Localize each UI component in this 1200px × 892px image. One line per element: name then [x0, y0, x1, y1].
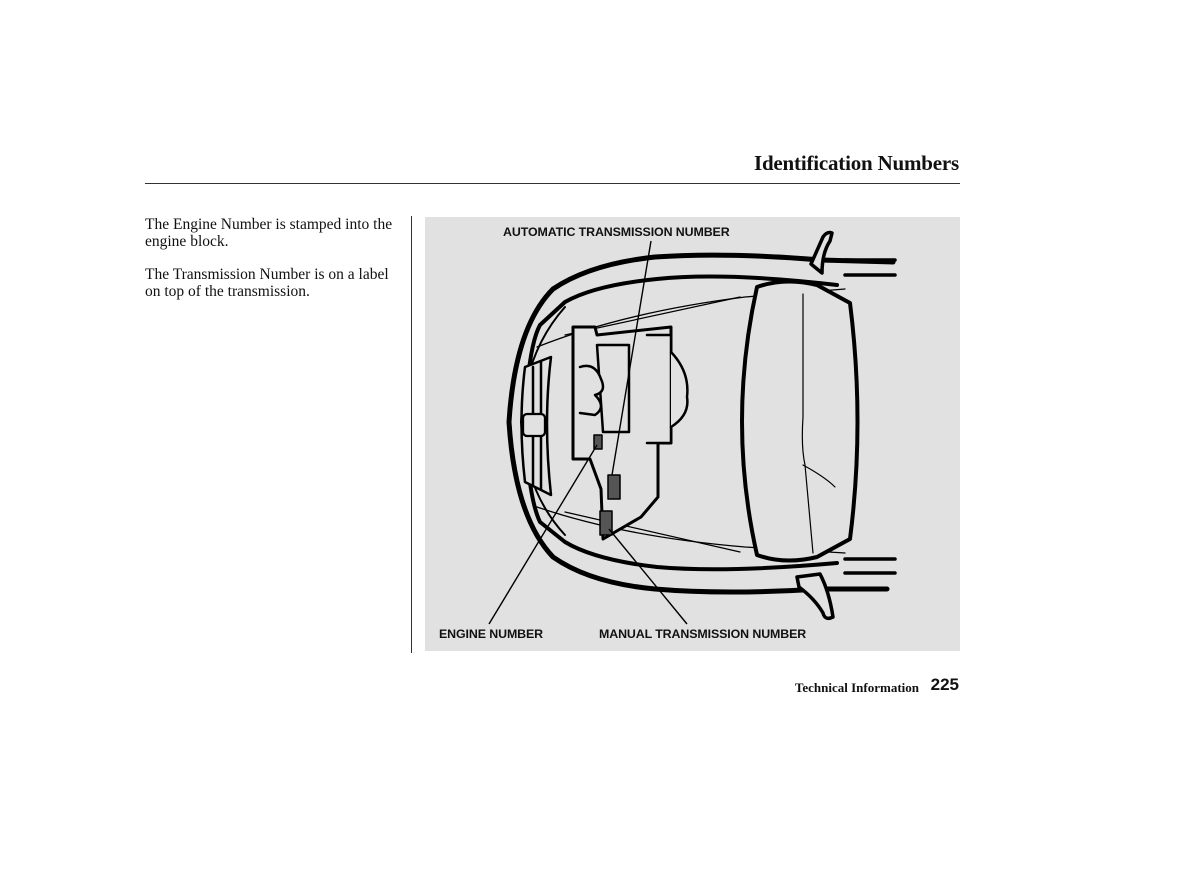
hood-contour-lower — [536, 506, 846, 554]
automatic-transmission-leader — [611, 240, 652, 476]
automatic-transmission-number-plate — [607, 474, 621, 500]
column-divider — [411, 216, 412, 653]
page-title: Identification Numbers — [753, 151, 959, 175]
engine-number-paragraph: The Engine Number is stamped into the en… — [145, 216, 393, 250]
dashboard-line — [801, 293, 814, 554]
windshield — [740, 279, 860, 563]
body-text: The Engine Number is stamped into the en… — [145, 216, 405, 316]
manual-transmission-label: MANUAL TRANSMISSION NUMBER — [599, 627, 807, 641]
transmission-number-paragraph: The Transmission Number is on a label on… — [145, 266, 389, 300]
engine-leader — [488, 444, 598, 625]
title-divider — [145, 183, 960, 184]
page-number: 225 — [930, 675, 959, 694]
engine-number-plate — [593, 434, 603, 450]
engine-compartment-illustration: AUTOMATIC TRANSMISSION NUMBER ENGINE NUM… — [425, 217, 960, 651]
manual-transmission-leader — [608, 528, 688, 625]
right-mirror — [795, 572, 835, 621]
engine-number-label: ENGINE NUMBER — [439, 627, 544, 641]
footer-section-name: Technical Information — [794, 680, 919, 695]
automatic-transmission-label: AUTOMATIC TRANSMISSION NUMBER — [503, 225, 730, 239]
grille-emblem — [521, 412, 547, 438]
left-mirror — [809, 230, 834, 275]
car-top-view-drawing — [488, 230, 897, 625]
engine-block — [571, 325, 689, 541]
